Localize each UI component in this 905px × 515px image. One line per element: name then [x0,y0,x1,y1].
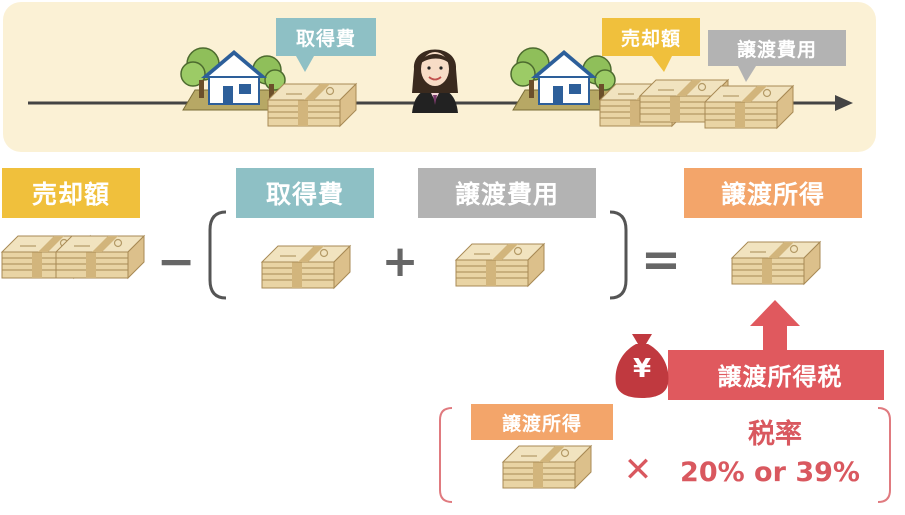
open-bracket [208,210,227,300]
minus-operator: − [156,234,196,288]
formula-graphics [1,210,821,300]
money-icon-expenses [704,85,794,129]
multiply-icon: ✕ [623,450,653,490]
tax-bracket-right-bottom [877,489,891,503]
tax-bracket-left-top [439,407,453,421]
formula-sale-price-label: 売却額 [2,168,140,218]
tax-bracket-right-top [877,407,891,421]
timeline-arrow-head [835,95,853,111]
tax-bracket-left-bottom [439,489,453,503]
callout-pointer-expenses [738,66,756,82]
callout-pointer-acquisition [296,56,314,72]
close-bracket [609,210,628,300]
money-icon-transfer-expenses [455,243,545,287]
timeline-transfer-expenses-label: 譲渡費用 [708,30,846,66]
money-icon-transfer-income [731,241,821,285]
timeline-graphics [28,47,853,129]
tax-rate-title: 税率 [748,419,802,450]
tax-rate-value: 20% or 39% [680,457,860,488]
tax-label-band [668,350,884,400]
money-icon-tax-income [502,445,592,489]
equals-operator: = [640,232,682,288]
formula-transfer-income-label: 譲渡所得 [684,168,862,218]
timeline-sale-price-label: 売却額 [602,18,700,56]
tax-transfer-income-label: 譲渡所得 [471,404,613,440]
money-icon-purchase [267,83,357,127]
tax-graphics [439,300,891,503]
timeline-acquisition-cost-label: 取得費 [276,18,376,56]
yen-symbol: ¥ [632,354,652,384]
formula-acquisition-cost-label: 取得費 [236,168,374,218]
callout-pointer-sale [652,56,672,72]
seller-person-icon [412,49,458,113]
house-icon-sale [510,47,616,111]
money-icon-acquisition-cost [261,245,351,289]
money-bag-icon [615,334,669,398]
up-arrow-icon [750,300,800,350]
plus-operator: + [381,236,419,287]
formula-transfer-expenses-label: 譲渡費用 [418,168,596,218]
transfer-income-tax-label: 譲渡所得税 [717,362,843,391]
money-icon-sale-price-2 [55,235,145,279]
